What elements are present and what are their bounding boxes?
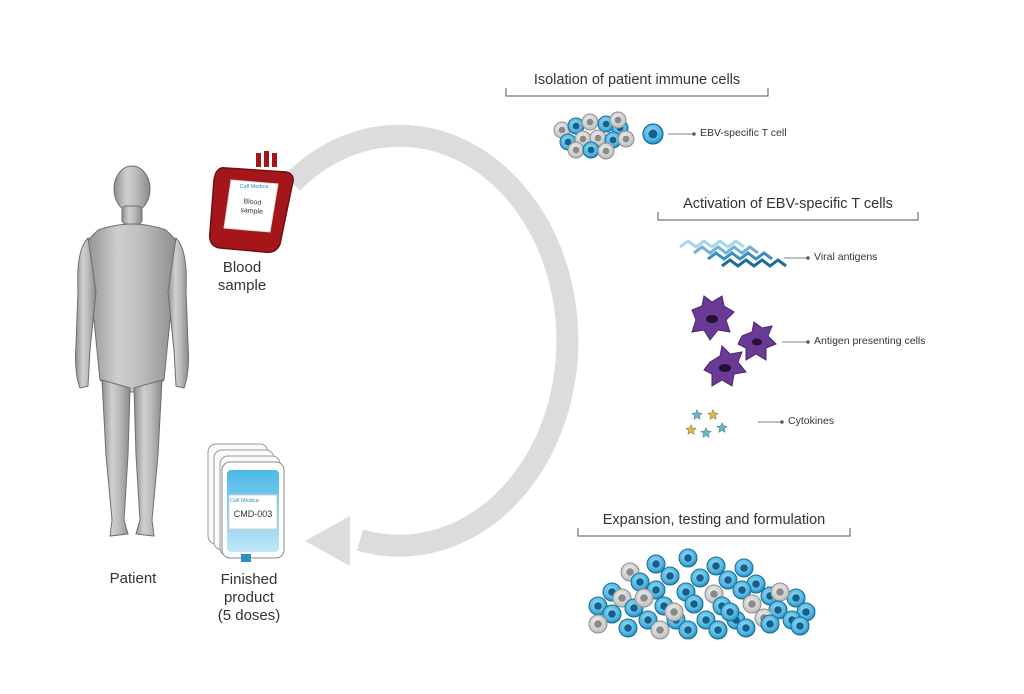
cell-nucleus: [630, 604, 638, 612]
cell-nucleus: [748, 600, 756, 608]
patient-label: Patient: [109, 570, 157, 587]
cell-nucleus: [602, 147, 610, 155]
cell-nucleus: [586, 118, 594, 126]
cell-nucleus: [564, 138, 572, 146]
heading-brackets: [505, 88, 919, 537]
cell-nucleus: [726, 608, 734, 616]
cell-nucleus: [594, 134, 602, 142]
cell-nucleus: [712, 562, 720, 570]
cell-nucleus: [626, 568, 634, 576]
cell-nucleus: [684, 554, 692, 562]
cell-nucleus: [640, 594, 648, 602]
product-bag-brand: Cell Medica: [230, 498, 259, 504]
cytokine: [691, 408, 703, 420]
cell-nucleus: [802, 608, 810, 616]
finished-product-label-line3: (5 doses): [217, 607, 281, 624]
t-cell-icon: [642, 123, 664, 145]
cell-nucleus: [776, 588, 784, 596]
cell-nucleus: [690, 600, 698, 608]
cell-nucleus: [602, 120, 610, 128]
cell-nucleus: [644, 616, 652, 624]
step-heading-expansion: Expansion, testing and formulation: [602, 512, 826, 528]
cell-nucleus: [710, 590, 718, 598]
legend-pointer-lines: [668, 132, 810, 424]
cell-nucleus: [774, 606, 782, 614]
cell-nucleus: [587, 146, 595, 154]
cell-nucleus: [609, 136, 617, 144]
cell-nucleus: [558, 126, 566, 134]
step-heading-isolation: Isolation of patient immune cells: [533, 72, 741, 88]
cell-nucleus: [614, 116, 622, 124]
blood-sample-label-line1: Blood: [222, 259, 262, 276]
step-heading-activation: Activation of EBV-specific T cells: [683, 196, 893, 212]
product-bag-stack: [207, 443, 285, 562]
cell-nucleus: [624, 624, 632, 632]
cytokine: [716, 421, 728, 433]
cell-nucleus: [572, 122, 580, 130]
cell-nucleus: [738, 586, 746, 594]
product-bag-code: CMD-003: [233, 509, 273, 519]
finished-product-label-line2: product: [223, 589, 275, 606]
cell-nucleus: [724, 576, 732, 584]
cell-nucleus: [696, 574, 704, 582]
antigen-presenting-cell-icon: [691, 295, 777, 387]
cell-nucleus: [752, 580, 760, 588]
cell-nucleus: [792, 594, 800, 602]
blood-bag: [208, 151, 294, 254]
patient-figure: [75, 165, 189, 537]
legend-label-apc: Antigen presenting cells: [814, 335, 926, 347]
cell-nucleus: [608, 610, 616, 618]
blood-sample-label-line2: sample: [217, 277, 267, 294]
cell-nucleus: [618, 594, 626, 602]
cell-nucleus: [572, 146, 580, 154]
cell-nucleus: [766, 620, 774, 628]
cell-nucleus: [652, 586, 660, 594]
legend-label-cytokines: Cytokines: [788, 415, 835, 427]
legend-label-viral-antigens: Viral antigens: [814, 251, 878, 263]
cell-nucleus: [656, 626, 664, 634]
cell-nucleus: [579, 135, 587, 143]
cell-nucleus: [622, 135, 630, 143]
cell-nucleus: [594, 602, 602, 610]
blood-bag-text: Blood sample: [231, 196, 272, 217]
cycle-arrow: [284, 124, 579, 566]
cell-nucleus: [742, 624, 750, 632]
cell-nucleus: [714, 626, 722, 634]
cell-nucleus: [666, 572, 674, 580]
cell-nucleus: [594, 620, 602, 628]
cytokine: [707, 408, 719, 420]
cell-nucleus: [636, 578, 644, 586]
legend-label-t-cell: EBV-specific T cell: [700, 127, 787, 139]
cell-nucleus: [702, 616, 710, 624]
finished-product-label-line1: Finished: [220, 571, 278, 588]
blood-sample-label: Blood sample: [212, 259, 272, 295]
cell-nucleus: [684, 626, 692, 634]
expansion-cell-cluster: [588, 548, 816, 640]
cytokine: [700, 426, 712, 438]
cytokine: [685, 423, 697, 435]
cell-nucleus: [670, 608, 678, 616]
cell-nucleus: [796, 622, 804, 630]
finished-product-label: Finished product (5 doses): [209, 571, 289, 625]
cell-nucleus: [652, 560, 660, 568]
isolation-cell-cluster: [553, 111, 635, 160]
viral-antigen-icon: [679, 239, 787, 268]
cell-nucleus: [682, 588, 690, 596]
blood-bag-brand: Cell Medica: [239, 184, 269, 190]
cell-nucleus: [740, 564, 748, 572]
cytokine-icon: [685, 408, 728, 438]
